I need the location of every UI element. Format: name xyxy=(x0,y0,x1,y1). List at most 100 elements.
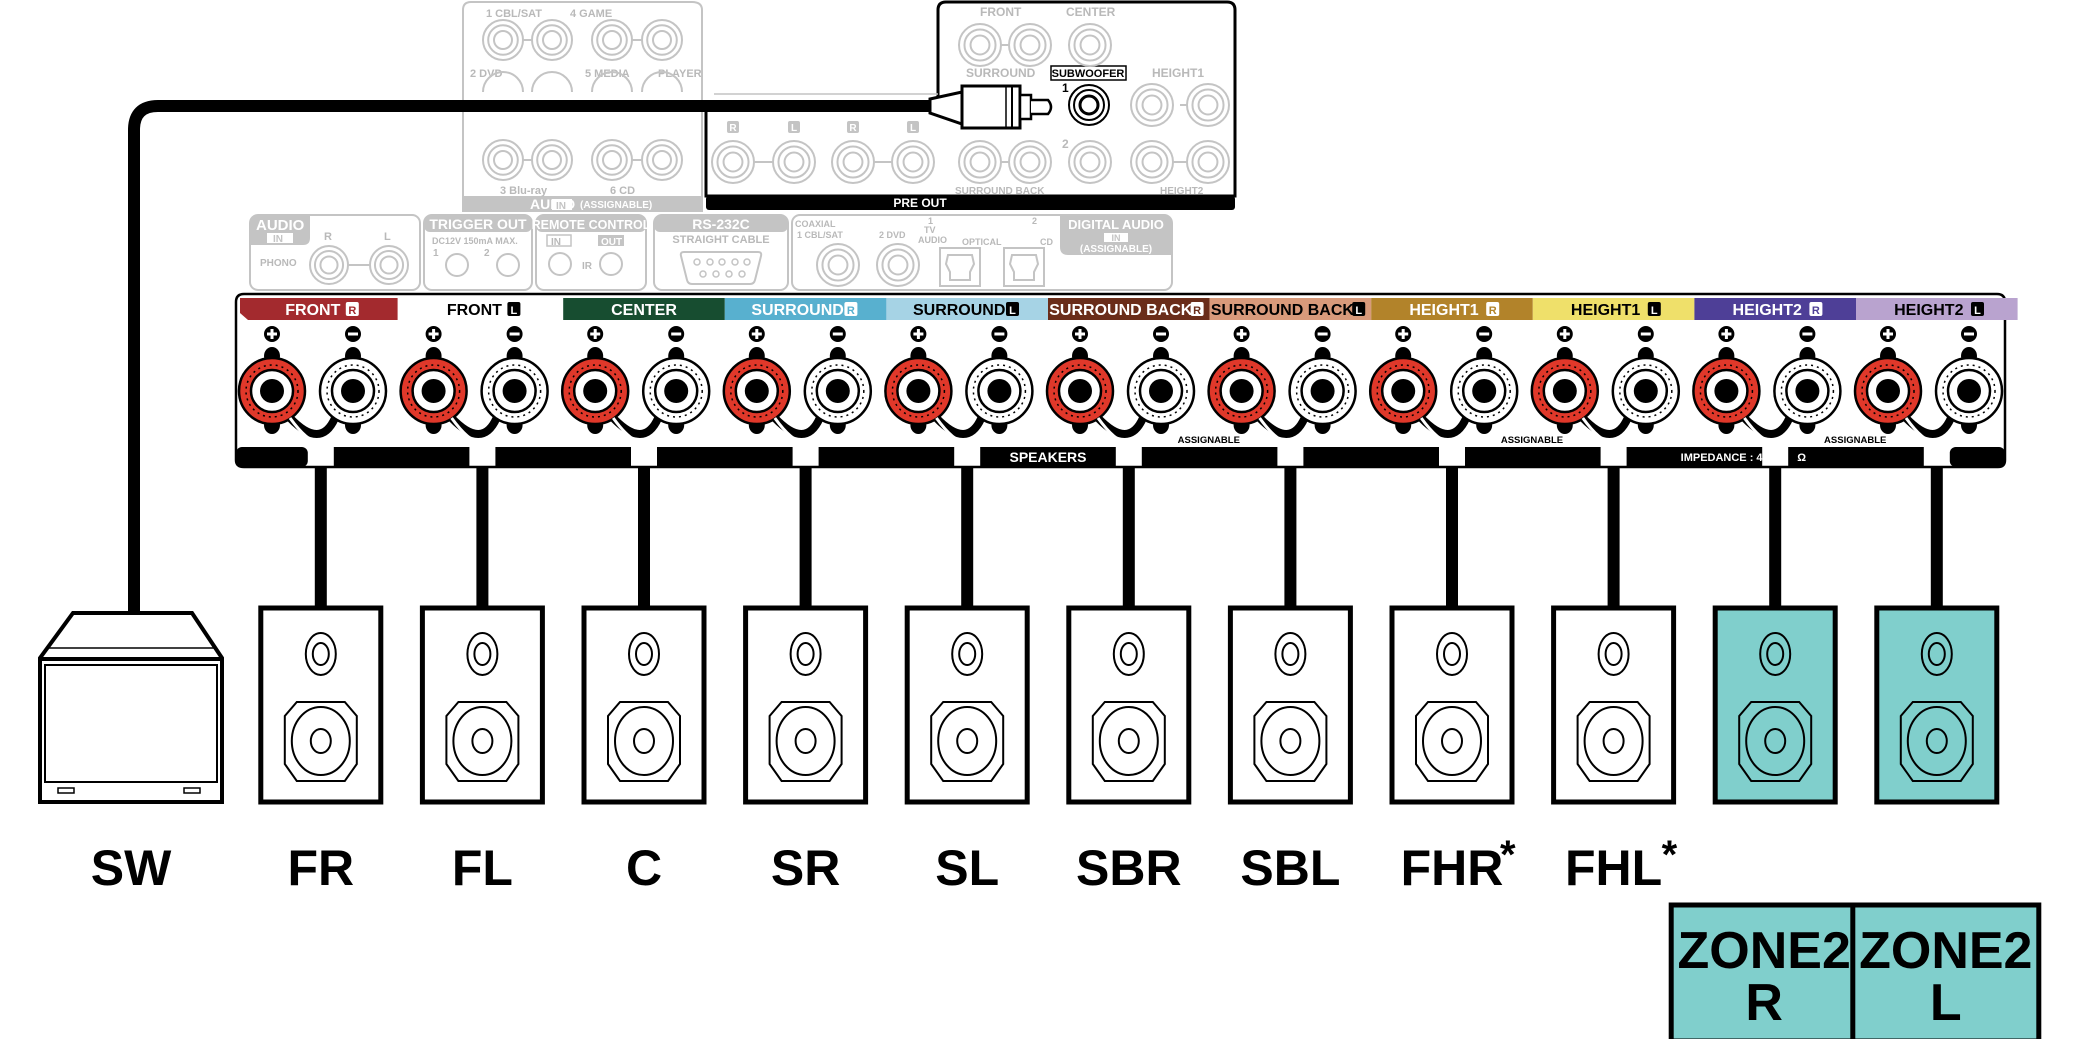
terminal-side-badge-label: R xyxy=(1193,305,1201,317)
terminal-band-label: SURROUND xyxy=(913,302,1005,319)
pre-out-footer-label: PRE OUT xyxy=(893,196,947,210)
positive-terminal-icon xyxy=(237,326,307,434)
terminal-band-label: HEIGHT2 xyxy=(1894,302,1963,319)
rs232-pin xyxy=(738,270,746,278)
speaker-icon xyxy=(581,605,707,805)
pre-out-sub1-label: 1 xyxy=(1062,81,1069,95)
phono-r-label: R xyxy=(324,231,332,243)
terminal-bottom-bar xyxy=(333,447,470,467)
remote-in-label: IN xyxy=(551,237,561,248)
speakers-label: SPEAKERS xyxy=(1009,449,1086,465)
terminal-band-label: CENTER xyxy=(611,302,677,319)
terminal-band-label: HEIGHT2 xyxy=(1733,302,1802,319)
terminal-side-badge-label: L xyxy=(1009,305,1016,317)
rs232-pin xyxy=(712,270,720,278)
coaxial-2-label: 2 DVD xyxy=(879,230,906,240)
zone2-line1: ZONE2 xyxy=(1678,922,1851,980)
positive-terminal-icon xyxy=(1045,326,1115,434)
terminal-band-label: FRONT xyxy=(285,302,340,319)
rca-jack-icon xyxy=(641,19,683,61)
speaker-label-fhr: FHR xyxy=(1401,840,1504,896)
terminal-side-badge xyxy=(1190,302,1204,316)
phono-in-badge: IN xyxy=(273,234,283,245)
speaker-label-sbr: SBR xyxy=(1076,840,1182,896)
digital-audio-title: DIGITAL AUDIO xyxy=(1068,217,1164,232)
terminal-band-label: HEIGHT1 xyxy=(1571,302,1640,319)
rca-jack-icon xyxy=(591,139,633,181)
terminal-bottom-bar xyxy=(1788,447,1924,467)
terminal-bottom-bar xyxy=(980,447,1116,467)
speaker-icon xyxy=(904,605,1030,805)
input-label-cd: 6 CD xyxy=(610,185,635,197)
rs232c-title: RS-232C xyxy=(692,216,750,232)
optical-1-audio: AUDIO xyxy=(918,235,947,245)
terminal-band-center: CENTER xyxy=(563,298,725,320)
digital-audio-assignable: (ASSIGNABLE) xyxy=(1080,244,1152,255)
optical-2-cd: CD xyxy=(1040,237,1053,247)
rca-jack-icon xyxy=(591,71,633,93)
channel-badge-label: L xyxy=(910,123,916,134)
rca-jack-icon xyxy=(1130,83,1174,127)
optical-2-jack-icon xyxy=(1003,247,1045,287)
speaker-label-c: C xyxy=(626,840,662,896)
assignable-label: ASSIGNABLE xyxy=(1178,435,1240,446)
speaker-wire xyxy=(476,467,489,608)
input-label-cbl-sat: 1 CBL/SAT xyxy=(486,8,542,20)
coaxial-jack-icon xyxy=(816,243,860,287)
negative-terminal-icon xyxy=(480,326,549,434)
subwoofer-icon xyxy=(38,611,224,804)
assignable-label: ASSIGNABLE xyxy=(1501,435,1563,446)
footnote-asterisk: * xyxy=(1662,833,1678,877)
terminal-side-badge-label: R xyxy=(348,305,356,317)
rca-jack-icon xyxy=(1008,23,1052,67)
speaker-icon xyxy=(743,605,869,805)
negative-terminal-icon xyxy=(965,326,1034,434)
rca-jack-icon xyxy=(1068,23,1112,67)
speaker-icon xyxy=(258,605,384,805)
input-label-media: 5 MEDIA xyxy=(585,68,630,80)
coaxial-label: COAXIAL xyxy=(795,219,836,229)
pre-out-subwoofer-label: SUBWOOFER xyxy=(1052,68,1125,80)
terminal-side-badge-label: L xyxy=(1355,305,1362,317)
channel-badge xyxy=(727,121,739,133)
footnote-asterisk: * xyxy=(1500,833,1516,877)
terminal-bottom-bar xyxy=(818,447,955,467)
rca-jack-icon xyxy=(482,139,524,181)
negative-terminal-icon xyxy=(641,326,711,434)
rca-jack-icon xyxy=(641,139,683,181)
negative-terminal-icon xyxy=(1288,326,1357,434)
rca-jack-icon xyxy=(831,140,875,184)
audio-in-footer-assignable: (ASSIGNABLE) xyxy=(580,200,652,211)
negative-terminal-icon xyxy=(803,326,873,434)
speaker-label-fl: FL xyxy=(452,840,513,896)
speaker-wire xyxy=(1769,467,1782,608)
negative-terminal-icon xyxy=(1126,326,1196,434)
positive-terminal-icon xyxy=(884,326,953,434)
input-label-player: PLAYER xyxy=(658,68,702,80)
terminal-bottom-bar xyxy=(1626,447,1763,467)
channel-badge-label: R xyxy=(729,123,737,134)
zone2-speaker-icon xyxy=(1874,605,2000,805)
terminal-side-badge xyxy=(1809,302,1823,316)
terminal-bottom-bar xyxy=(236,447,308,467)
terminal-band-label: FRONT xyxy=(447,302,502,319)
rs232c-subtitle: STRAIGHT CABLE xyxy=(672,234,769,246)
terminal-side-badge-label: L xyxy=(511,305,518,317)
speaker-label-sl: SL xyxy=(935,840,999,896)
coaxial-jack-icon xyxy=(876,243,920,287)
remote-control-panel: REMOTE CONTROL IN OUT IR xyxy=(532,214,651,291)
remote-control-title: REMOTE CONTROL xyxy=(532,218,651,232)
phono-panel: AUDIO IN PHONO R L xyxy=(249,214,421,291)
positive-terminal-icon xyxy=(722,326,792,434)
rca-jack-icon xyxy=(1186,83,1230,127)
speaker-wire xyxy=(961,467,974,608)
trigger-out-title: TRIGGER OUT xyxy=(429,216,527,232)
terminal-side-badge-label: L xyxy=(1974,305,1981,317)
pre-out-height2-label: HEIGHT2 xyxy=(1160,186,1204,197)
